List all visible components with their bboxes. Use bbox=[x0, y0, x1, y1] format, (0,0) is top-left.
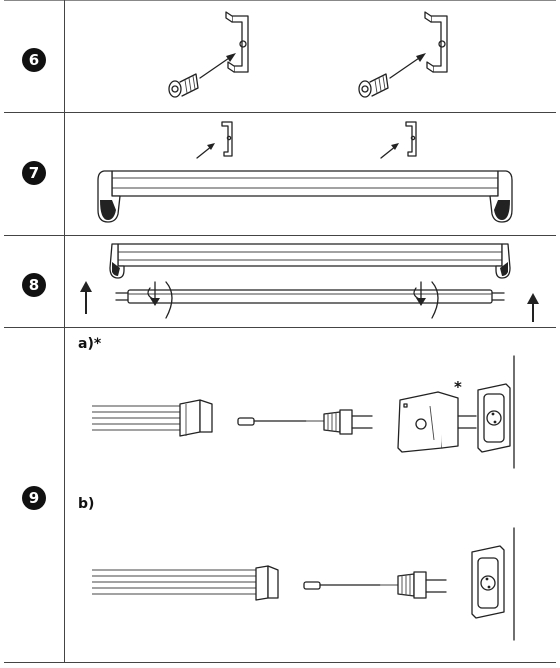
step-number-7: 7 bbox=[22, 161, 46, 185]
light-fixture bbox=[92, 565, 279, 601]
top-border bbox=[4, 0, 556, 1]
step-7-illustration bbox=[97, 121, 513, 223]
step-number-8: 8 bbox=[22, 273, 46, 297]
adapter-footnote-mark: * bbox=[454, 378, 462, 396]
fluorescent-tube bbox=[115, 289, 505, 304]
wall-socket-icon bbox=[471, 527, 515, 641]
column-divider bbox=[64, 0, 65, 662]
screw-icon bbox=[168, 73, 199, 98]
light-fixture bbox=[92, 399, 213, 437]
step-number-6: 6 bbox=[22, 48, 46, 72]
row-divider bbox=[4, 327, 556, 328]
mounting-clip-icon bbox=[225, 11, 249, 73]
timer-adapter-icon bbox=[397, 391, 477, 453]
wall-socket-icon bbox=[477, 355, 515, 469]
rotate-arrow-icon bbox=[413, 281, 439, 319]
step-6-illustration bbox=[168, 11, 448, 98]
row-divider bbox=[4, 112, 556, 113]
arrow-up-icon bbox=[527, 293, 539, 322]
step-number-9: 9 bbox=[22, 486, 46, 510]
option-a-label: a)* bbox=[78, 336, 102, 352]
light-fixture bbox=[97, 170, 513, 223]
row-divider bbox=[4, 235, 556, 236]
arrow-icon bbox=[196, 143, 215, 159]
option-b-label: b) bbox=[78, 496, 95, 512]
mounting-clip-icon bbox=[424, 11, 448, 73]
arrow-icon bbox=[380, 143, 399, 159]
arrow-icon bbox=[389, 53, 426, 79]
power-cable-icon bbox=[237, 409, 373, 435]
step-8-illustration bbox=[80, 243, 539, 322]
light-fixture bbox=[109, 243, 511, 279]
bottom-border bbox=[4, 662, 556, 663]
arrow-up-icon bbox=[80, 281, 92, 314]
arrow-icon bbox=[199, 53, 236, 79]
screw-icon bbox=[358, 73, 389, 98]
mounting-clip-icon bbox=[405, 121, 417, 157]
power-cable-icon bbox=[303, 571, 447, 599]
rotate-arrow-icon bbox=[147, 281, 173, 319]
mounting-clip-icon bbox=[221, 121, 233, 157]
